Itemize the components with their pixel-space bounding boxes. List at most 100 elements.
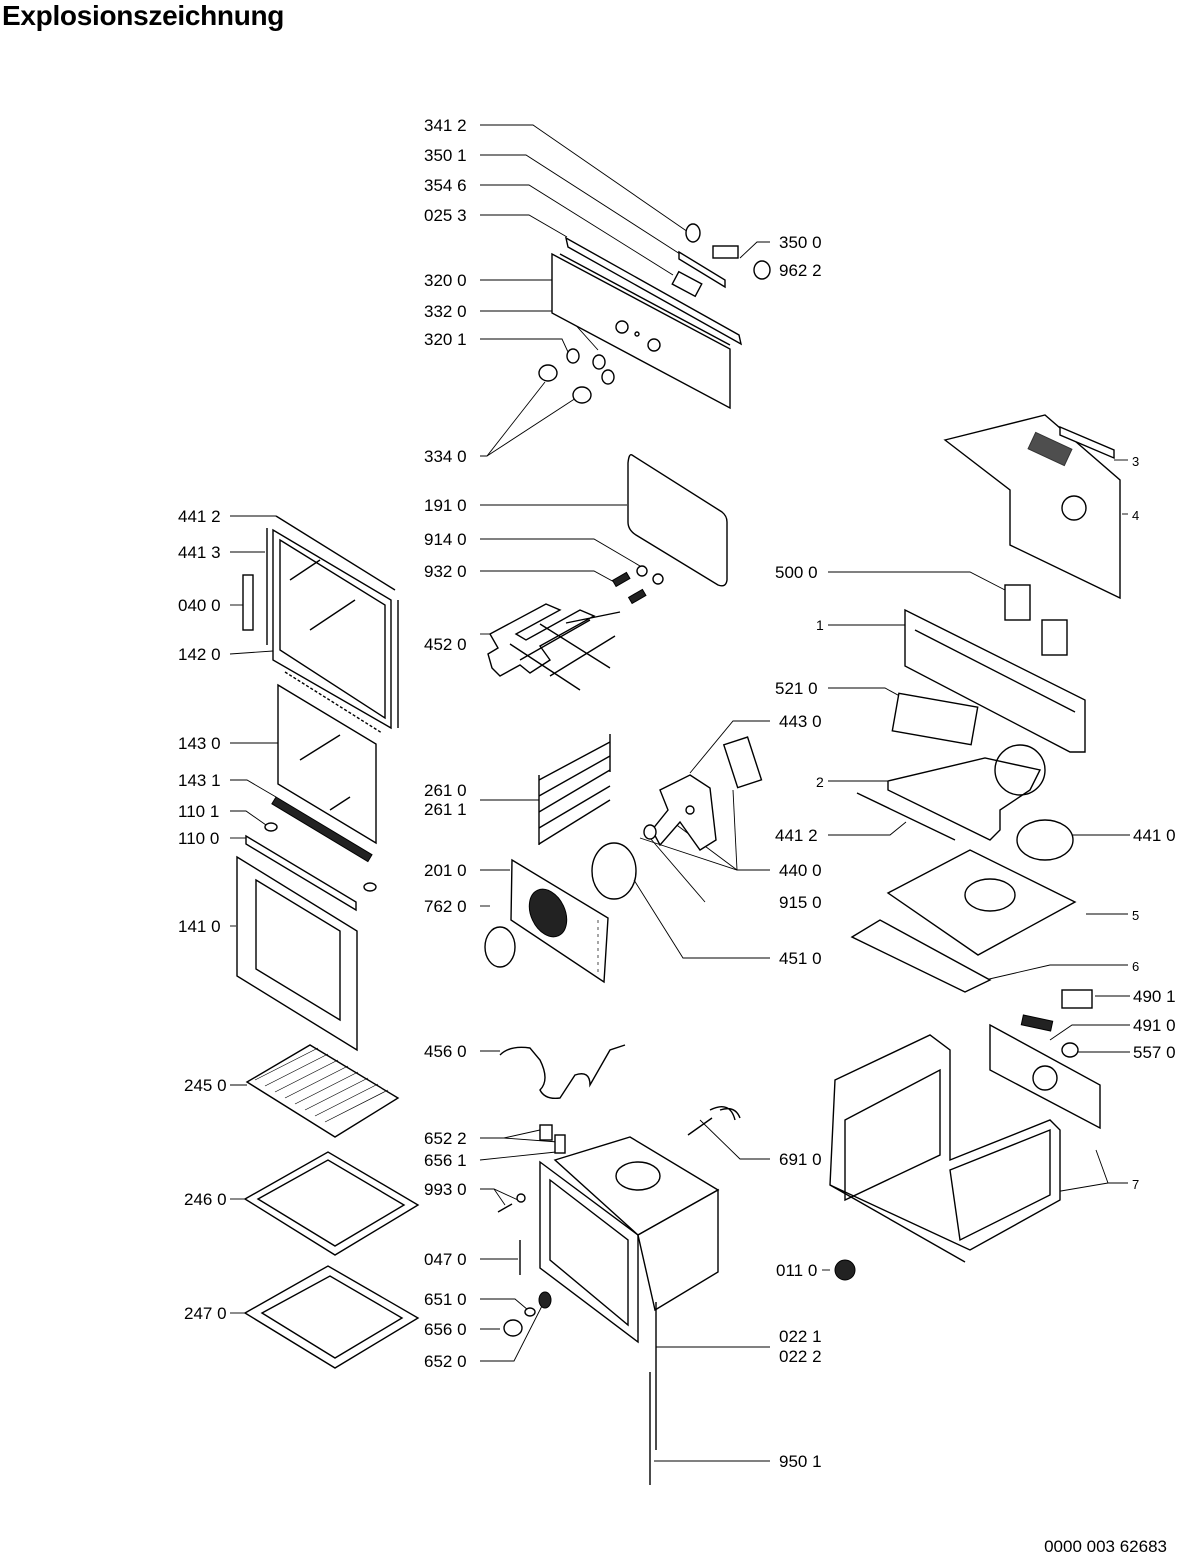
part-vent-grille	[1027, 431, 1073, 467]
part-profile-143-1	[271, 796, 373, 863]
part-seal-441-2	[275, 515, 396, 591]
label-047-0: 047 0	[424, 1250, 467, 1269]
label-261-0: 261 0	[424, 781, 467, 800]
part-cover-490-1	[1061, 989, 1093, 1009]
part-display-window	[671, 270, 703, 298]
leader-320-1	[480, 338, 569, 353]
label-441-2-door: 441 2	[178, 507, 221, 526]
leader-341-2	[480, 124, 689, 233]
part-bracket-3	[1059, 425, 1115, 460]
label-143-1: 143 1	[178, 771, 221, 790]
part-seal-441-2b	[856, 792, 956, 841]
part-sensor-691-0	[687, 1106, 741, 1136]
part-grid-lines	[254, 1047, 389, 1123]
label-656-0: 656 0	[424, 1320, 467, 1339]
document-id: 0000 003 62683	[1044, 1537, 1167, 1556]
label-915-0: 915 0	[779, 893, 822, 912]
part-switch-350-0	[712, 245, 739, 259]
label-652-0: 652 0	[424, 1352, 467, 1371]
leader-7b	[1054, 1182, 1109, 1193]
label-651-0: 651 0	[424, 1290, 467, 1309]
part-outer-door-141-0	[236, 855, 358, 1052]
label-142-0: 142 0	[178, 645, 221, 664]
label-656-1: 656 1	[424, 1151, 467, 1170]
part-switch-500-0a	[1004, 584, 1031, 621]
label-350-0: 350 0	[779, 233, 822, 252]
leader-656-1	[479, 1151, 557, 1161]
part-fan-blade-440-0	[651, 774, 717, 851]
label-443-0: 443 0	[779, 712, 822, 731]
part-spring-932-0a	[611, 571, 631, 588]
part-tray-246-0	[243, 1151, 420, 1256]
label-011-0: 011 0	[776, 1261, 818, 1280]
leader-350-0	[739, 241, 770, 259]
label-962-2: 962 2	[779, 261, 822, 280]
label-025-3: 025 3	[424, 206, 467, 225]
part-cover-656-1	[554, 1134, 566, 1154]
label-500-0: 500 0	[775, 563, 818, 582]
oven-door-group	[236, 515, 420, 1369]
label-490-1: 490 1	[1133, 987, 1176, 1006]
label-521-0: 521 0	[775, 679, 818, 698]
label-4: 4	[1132, 508, 1140, 523]
label-332-0: 332 0	[424, 302, 467, 321]
part-lamp-656-0	[503, 1319, 523, 1337]
label-7: 7	[1132, 1177, 1140, 1192]
label-354-6: 354 6	[424, 176, 467, 195]
leader-451-0	[633, 879, 770, 959]
part-housing-frame-7	[829, 1034, 1061, 1251]
part-duct-2	[887, 757, 1042, 841]
label-914-0: 914 0	[424, 530, 467, 549]
part-cavity-fan-hole	[615, 1161, 661, 1191]
leader-334-0b	[486, 397, 577, 457]
label-452-0: 452 0	[424, 635, 467, 654]
part-knob-962-2	[753, 260, 771, 280]
leader-350-1	[480, 154, 681, 255]
label-350-1: 350 1	[424, 146, 467, 165]
label-1: 1	[816, 617, 824, 633]
label-246-0: 246 0	[184, 1190, 227, 1209]
label-5: 5	[1132, 908, 1140, 923]
label-491-0: 491 0	[1133, 1016, 1176, 1035]
part-hinge-040-0	[242, 574, 254, 631]
label-143-0: 143 0	[178, 734, 221, 753]
part-control-panel	[551, 252, 731, 410]
oven-cavity-group	[497, 1106, 741, 1485]
label-691-0: 691 0	[779, 1150, 822, 1169]
part-strip-142	[284, 671, 383, 734]
part-cavity-front	[539, 1160, 639, 1344]
label-110-0: 110 0	[178, 829, 220, 848]
label-2: 2	[816, 774, 824, 790]
label-191-0: 191 0	[424, 496, 467, 515]
leader-652-2b	[503, 1137, 559, 1143]
label-320-1: 320 1	[424, 330, 467, 349]
leader-652-2	[480, 1129, 541, 1139]
part-panel-frame-1	[904, 608, 1086, 753]
part-ring-2	[601, 369, 615, 385]
part-bushing-915-0	[643, 824, 657, 840]
part-fan-grille	[528, 888, 568, 938]
control-panel-group	[538, 223, 771, 410]
label-932-0: 932 0	[424, 562, 467, 581]
leader-7	[1095, 1149, 1128, 1184]
label-762-0: 762 0	[424, 897, 467, 916]
label-110-1: 110 1	[178, 802, 220, 821]
label-334-0: 334 0	[424, 447, 467, 466]
part-spring-932-0b	[627, 588, 647, 605]
label-022-1: 022 1	[779, 1327, 822, 1346]
part-back-panel-7	[989, 1023, 1101, 1130]
part-gasket-191-0	[627, 453, 728, 587]
label-341-2: 341 2	[424, 116, 467, 135]
leader-993-0b	[493, 1188, 506, 1206]
label-441-2-duct: 441 2	[775, 826, 818, 845]
leader-6	[984, 964, 1128, 981]
part-knob-341-2	[685, 223, 701, 243]
part-nut-914-0b	[652, 573, 664, 585]
part-screw-993-0	[497, 1203, 513, 1213]
part-display-frame	[678, 250, 726, 289]
label-557-0: 557 0	[1133, 1043, 1176, 1062]
page-title: Explosionszeichnung	[2, 0, 285, 31]
part-foot-011-0	[834, 1259, 856, 1281]
label-6: 6	[1132, 959, 1140, 974]
part-gasket-762-0	[484, 926, 516, 968]
